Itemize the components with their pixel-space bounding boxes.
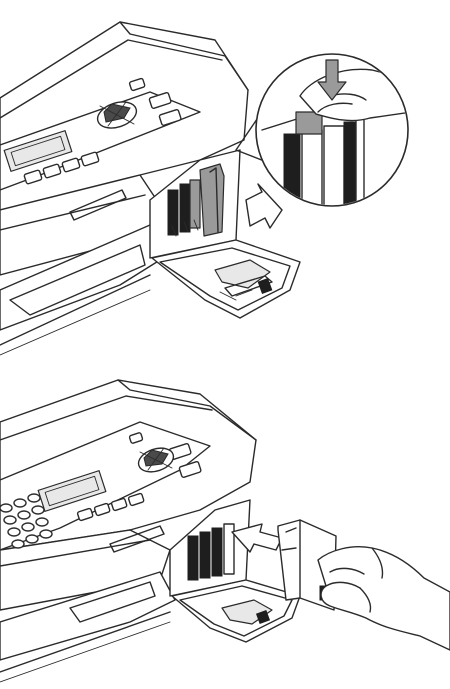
press-down-arrow-icon: [317, 59, 347, 101]
lcd-display: [37, 470, 107, 512]
ink-bay: [149, 149, 241, 259]
navigation-pad: [137, 447, 175, 473]
cartridge-slot-1: [187, 535, 199, 581]
panel-buttons: [23, 77, 182, 185]
inset-release-lever: [295, 111, 323, 135]
control-panel: [0, 421, 211, 553]
cartridge-slot-3: [211, 527, 223, 577]
ink-bay: [169, 499, 251, 597]
cartridge-slot-2: [199, 531, 211, 579]
navigation-pad: [96, 101, 138, 129]
cartridge-slot-empty: [223, 523, 235, 575]
panel-remove-cartridge: [0, 21, 409, 356]
insert-arrow-icon: [231, 523, 283, 553]
printer-illustration-bottom: [0, 379, 450, 683]
hand: [317, 546, 450, 651]
ink-cover-open: [171, 579, 301, 643]
cartridge-slot-1: [167, 189, 179, 236]
ink-cover-open: [151, 239, 301, 319]
inset-cartridge-black: [283, 133, 301, 205]
magnified-inset: [235, 53, 409, 207]
cartridge-slot-3: [189, 179, 201, 229]
control-panel: [0, 77, 201, 221]
pull-arrow-icon: [245, 183, 283, 229]
printer-illustration-top: [0, 21, 409, 356]
lcd-display: [3, 130, 73, 172]
panel-buttons: [76, 432, 202, 522]
keypad: [0, 493, 53, 549]
ink-cartridge: [199, 163, 225, 237]
panel-insert-cartridge: [0, 360, 450, 689]
